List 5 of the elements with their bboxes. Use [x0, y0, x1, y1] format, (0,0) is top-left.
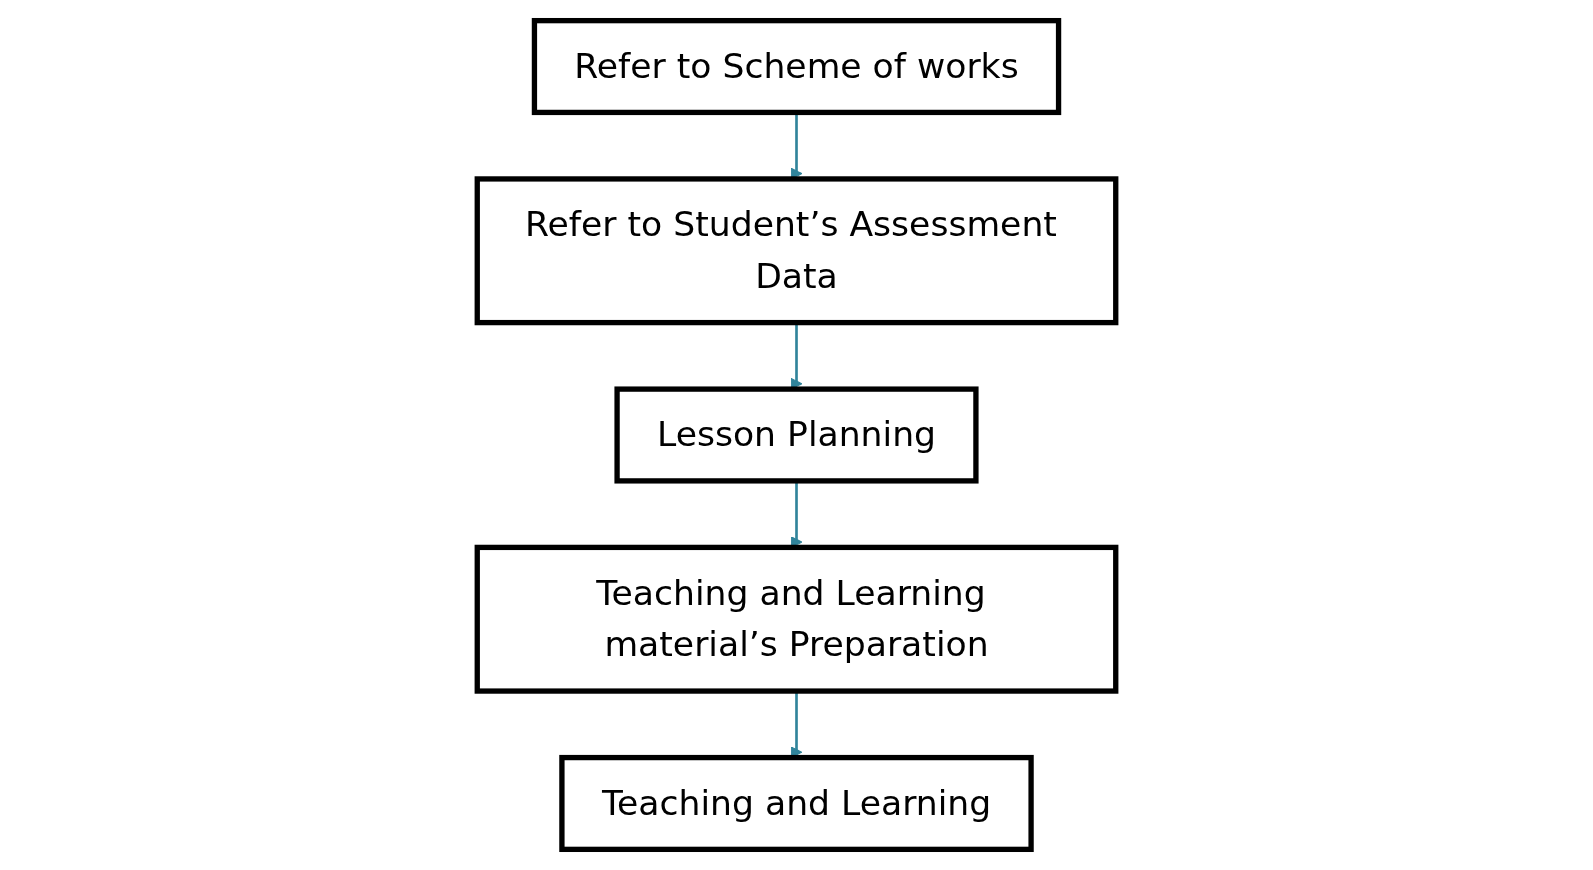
node-box: Lesson Planning [614, 386, 979, 484]
node-box: Refer to Scheme of works [531, 18, 1062, 116]
node-box: Refer to Student’s Assessment Data [474, 176, 1119, 326]
node-box: Teaching and Learning [559, 754, 1034, 852]
node-box: Teaching and Learning material’s Preparation [474, 544, 1119, 694]
